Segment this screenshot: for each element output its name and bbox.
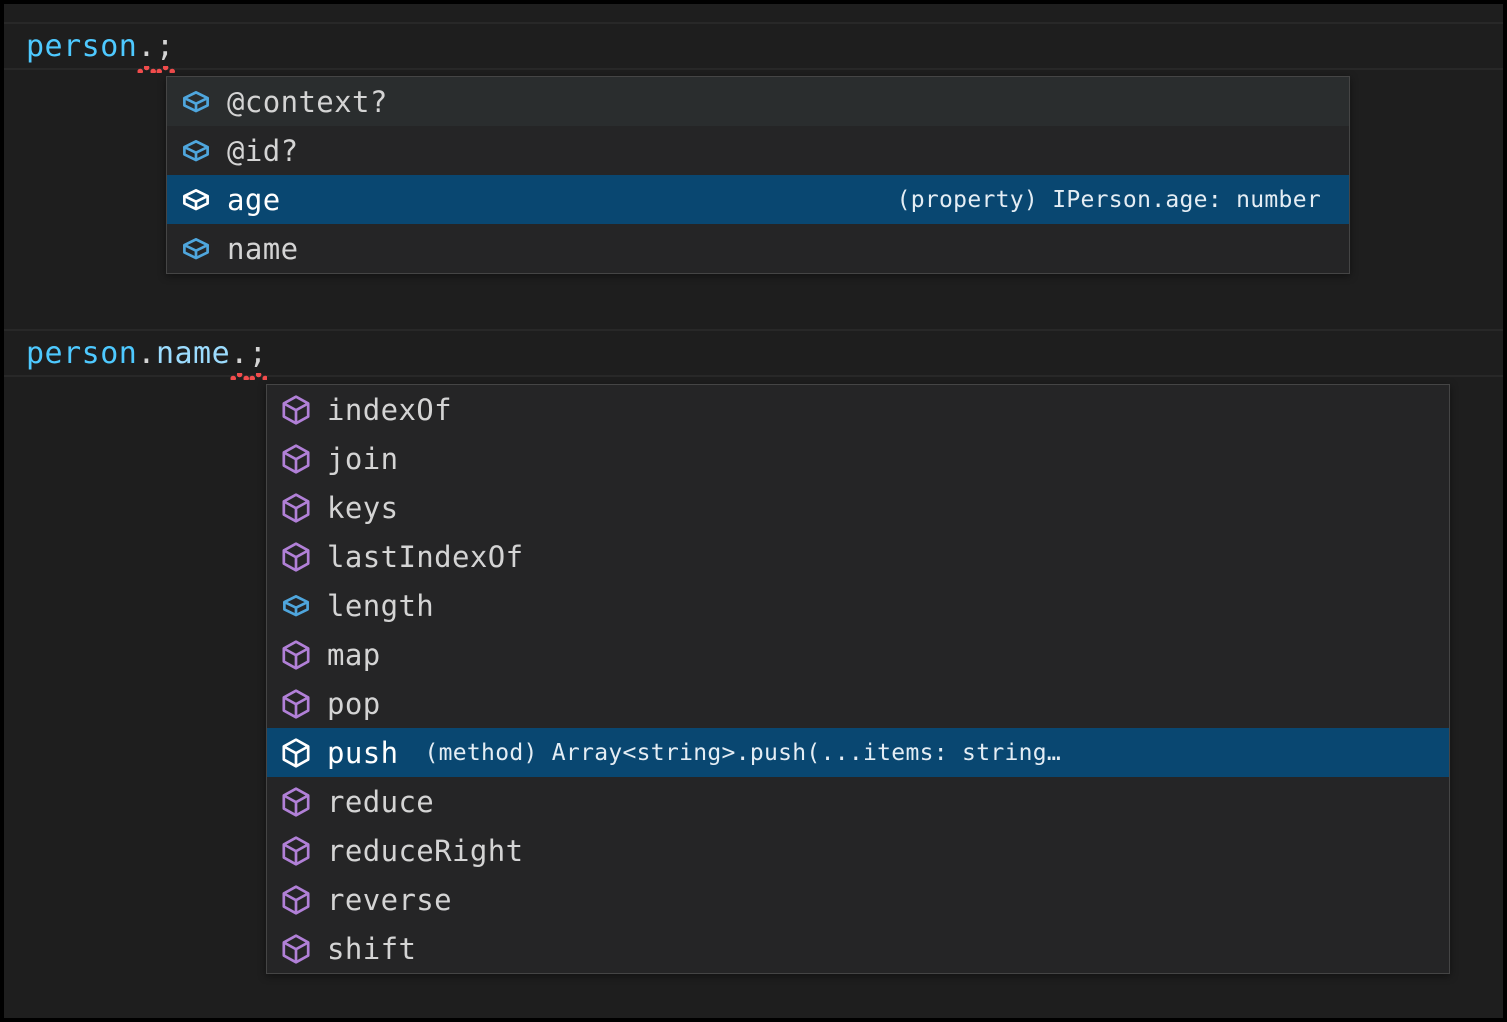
property-cube-icon [183,90,209,112]
method-cube-icon [282,541,310,572]
suggest-item-label: map [327,637,381,672]
method-cube-icon [282,884,310,915]
suggest-item-label: join [327,441,399,476]
suggest-item-label: pop [327,686,381,721]
suggest-item[interactable]: reduceRight [267,826,1449,875]
error-squiggle-icon [155,65,175,73]
method-cube-icon [282,688,310,719]
suggest-item[interactable]: lastIndexOf [267,532,1449,581]
suggest-item-label: indexOf [327,392,453,427]
method-cube-icon [282,737,310,768]
suggest-item-label: lastIndexOf [327,539,524,574]
code-token-punctuation: . [137,29,156,73]
suggest-item-label: @id? [227,133,299,168]
suggest-item-label: keys [327,490,399,525]
suggest-item-label: push [327,735,399,770]
method-cube-icon [282,639,310,670]
code-token-identifier: person [26,335,138,371]
suggest-item-label: reduceRight [327,833,524,868]
property-cube-icon [183,188,209,210]
code-token-punctuation: ; [248,336,268,380]
suggest-item[interactable]: push (method) Array<string>.push(...items… [267,728,1449,777]
suggest-item-label: @context? [227,84,388,119]
suggest-item[interactable]: @context? [167,77,1349,126]
method-cube-icon [282,394,310,425]
suggest-item[interactable]: shift [267,924,1449,973]
suggest-widget-person[interactable]: @context? @id? age (property) IPerson.age: … [166,76,1350,274]
suggest-item[interactable]: indexOf [267,385,1449,434]
property-cube-icon [283,594,309,616]
suggest-item[interactable]: join [267,434,1449,483]
property-cube-icon [183,139,209,161]
method-cube-icon [282,786,310,817]
suggest-item[interactable]: map [267,630,1449,679]
code-line[interactable]: person.; [4,22,1503,73]
suggest-widget-name-array[interactable]: indexOf join keys lastIndexOf length map pop pu… [266,384,1450,974]
suggest-item-label: length [327,588,435,623]
code-token-punctuation: . [230,336,249,380]
suggest-item-detail: (method) Array<string>.push(...items: st… [424,739,1062,766]
error-squiggle-icon [248,372,268,380]
suggest-item-label: reduce [327,784,435,819]
property-cube-icon [183,237,209,259]
code-token-property: name [155,335,231,371]
suggest-item[interactable]: reverse [267,875,1449,924]
error-squiggle-icon [230,372,249,380]
suggest-item[interactable]: reduce [267,777,1449,826]
method-cube-icon [282,443,310,474]
suggest-item[interactable]: @id? [167,126,1349,175]
suggest-item-label: name [227,231,299,266]
code-token-punctuation: . [137,335,156,371]
method-cube-icon [282,933,310,964]
suggest-item-detail: (property) IPerson.age: number [896,186,1321,213]
error-squiggle-icon [137,65,156,73]
code-token-identifier: person [26,28,138,64]
code-line[interactable]: person.name.; [4,329,1503,380]
method-cube-icon [282,492,310,523]
suggest-item[interactable]: keys [267,483,1449,532]
suggest-item-label: reverse [327,882,453,917]
code-token-punctuation: ; [155,29,175,73]
method-cube-icon [282,835,310,866]
suggest-item[interactable]: pop [267,679,1449,728]
suggest-item-label: age [227,182,281,217]
suggest-item[interactable]: name [167,224,1349,273]
suggest-item[interactable]: length [267,581,1449,630]
suggest-item[interactable]: age (property) IPerson.age: number [167,175,1349,224]
suggest-item-label: shift [327,931,417,966]
